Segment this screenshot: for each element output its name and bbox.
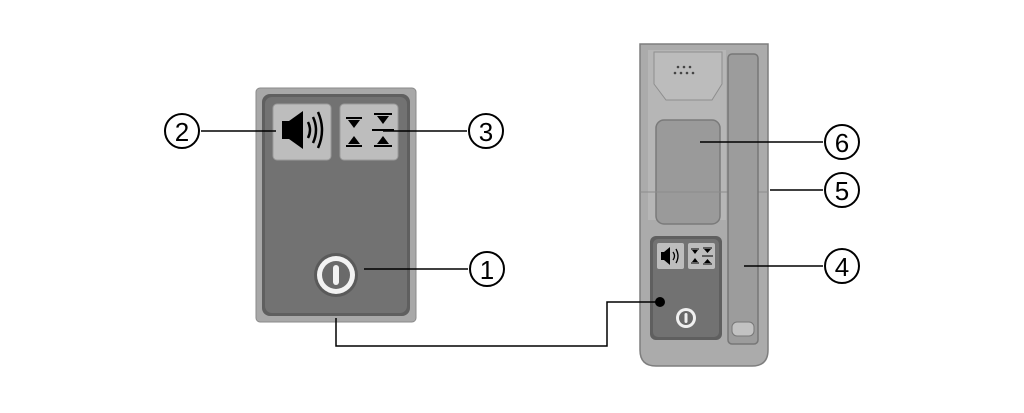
callout-number: 2 <box>175 117 189 147</box>
precision-arrows-icon <box>691 247 713 265</box>
precision-arrows-icon <box>346 113 394 147</box>
callout-1: 1 <box>469 251 505 287</box>
device-sensitivity-button[interactable] <box>688 243 715 269</box>
callout-number: 6 <box>835 128 849 158</box>
detection-window-notch <box>731 321 755 337</box>
power-icon <box>684 313 688 323</box>
display-window <box>655 119 721 225</box>
device-control-panel <box>650 236 722 340</box>
callout-number: 3 <box>479 117 493 147</box>
power-icon <box>333 265 339 285</box>
callout-3: 3 <box>468 113 504 149</box>
callout-5: 5 <box>824 172 860 208</box>
zoom-connector <box>335 297 665 347</box>
callout-number: 5 <box>835 176 849 206</box>
detection-window <box>727 53 759 345</box>
power-button[interactable] <box>314 253 358 297</box>
speaker-grille-area <box>653 51 723 101</box>
speaker-grille-holes <box>673 65 695 75</box>
callout-2: 2 <box>164 113 200 149</box>
sensitivity-button[interactable] <box>339 103 399 161</box>
sound-button[interactable] <box>272 103 332 161</box>
speaker-icon <box>661 247 679 265</box>
callout-6: 6 <box>824 124 860 160</box>
callout-number: 1 <box>480 255 494 285</box>
leader-lines <box>201 130 823 270</box>
laser-receiver-device <box>639 43 769 367</box>
callout-number: 4 <box>835 252 849 282</box>
callout-4: 4 <box>824 248 860 284</box>
enlarged-control-panel <box>255 87 417 323</box>
speaker-icon <box>282 111 324 149</box>
device-sound-button[interactable] <box>657 243 684 269</box>
device-power-button[interactable] <box>676 308 696 328</box>
